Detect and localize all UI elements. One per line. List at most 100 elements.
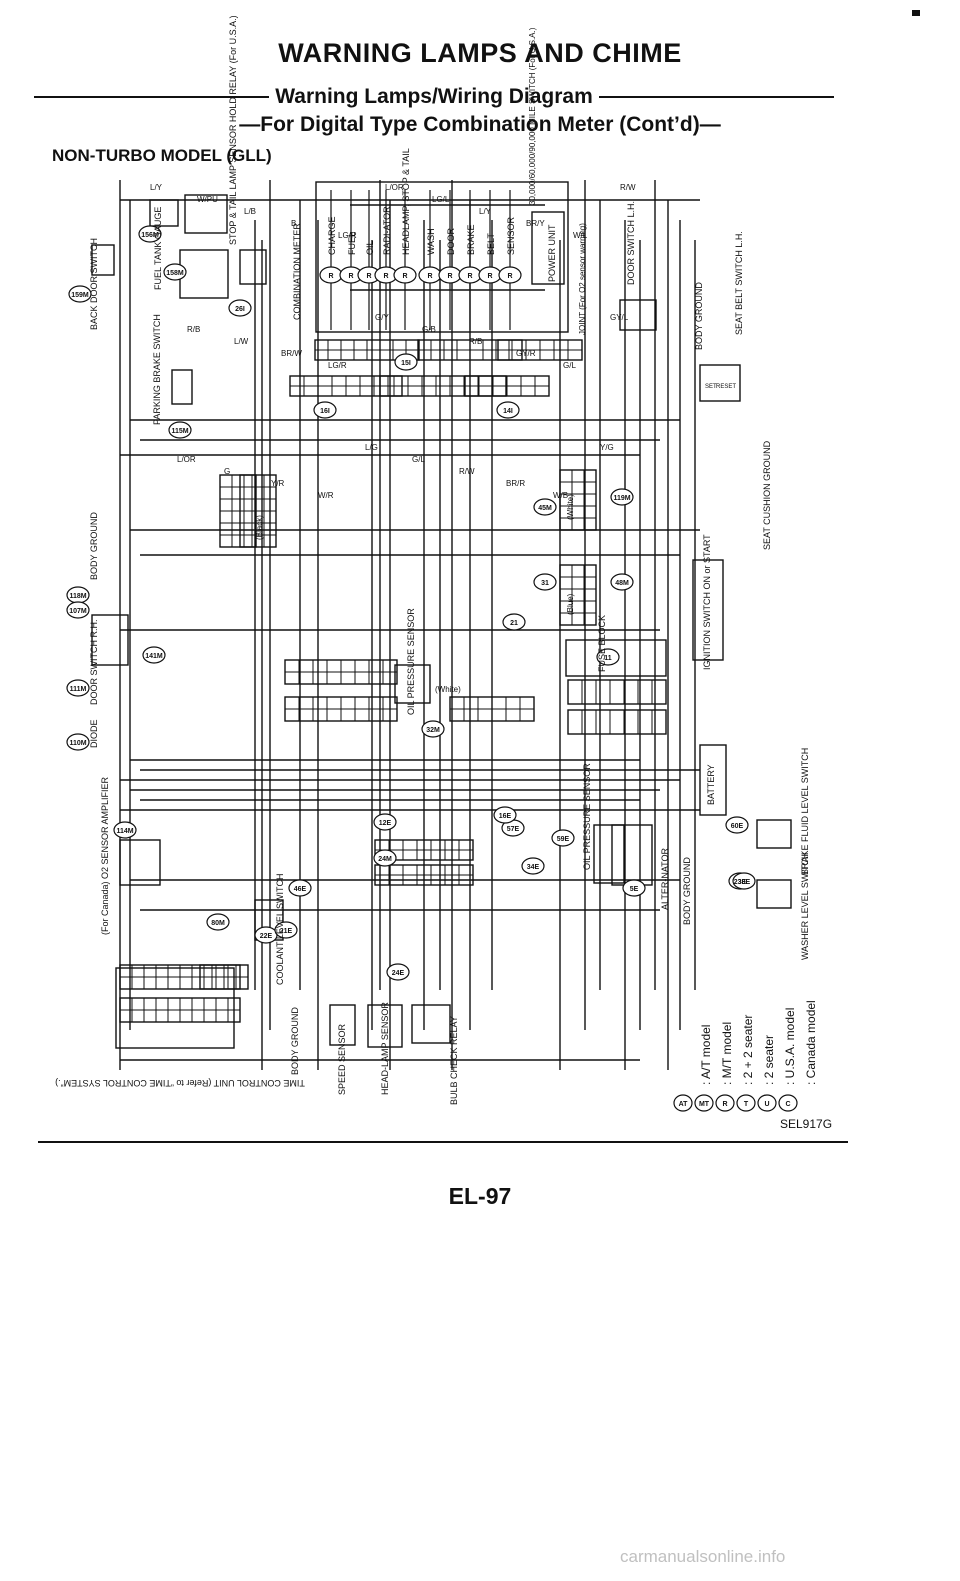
seat-belt-switch-label: SEAT BELT SWITCH L.H. — [734, 231, 744, 335]
connector-57e-label: 57E — [507, 826, 520, 833]
connector-31-label: 31 — [541, 580, 549, 587]
legend-symbol: R — [722, 1101, 727, 1108]
connector-14i — [496, 401, 520, 419]
connector-110m-label: 110M — [69, 740, 86, 747]
speed-sensor-box — [329, 1004, 356, 1046]
bulb-check-relay-label: BULB CHECK RELAY — [449, 1016, 459, 1105]
wire-color-label: G — [224, 467, 230, 476]
connector-111m — [66, 679, 90, 697]
wire-color-label: L/B — [244, 207, 256, 216]
connector-16i — [313, 401, 337, 419]
door-switch-rh-box — [91, 614, 129, 666]
combination-meter-label: COMBINATION METER — [292, 223, 302, 320]
bulb-check-relay-box — [411, 1004, 451, 1044]
legend-symbol-ring — [757, 1094, 777, 1112]
wire-color-label: GY/L — [610, 313, 629, 322]
harness-connector-black — [219, 474, 257, 548]
connector-158m-label: 158M — [166, 270, 184, 277]
subtitle-row: Warning Lamps/Wiring Diagram — [34, 85, 835, 109]
body-ground-label: BODY GROUND — [89, 512, 99, 580]
meter-lamp-label: BRAKE — [466, 224, 476, 255]
connector-color-white: (White) — [566, 494, 575, 520]
legend-symbol: AT — [679, 1101, 689, 1108]
connector-158m — [163, 263, 187, 281]
connector-110m — [66, 733, 90, 751]
meter-lamp-symbol-label: R — [348, 273, 353, 280]
connector-38e-label: 38E — [738, 879, 751, 886]
connector-48m — [610, 573, 634, 591]
door-switch-lh-box — [619, 299, 657, 331]
connector-159m — [68, 285, 92, 303]
connector-32m-label: 32M — [426, 727, 440, 734]
connector-45m — [533, 498, 557, 516]
connector-159m-label: 159M — [71, 292, 89, 299]
fuel-tank-gauge-box — [179, 249, 229, 299]
section-label: NON-TURBO MODEL (GLL) — [52, 146, 272, 165]
wire-color-label: L/G — [365, 443, 378, 452]
legend-symbol: MT — [699, 1101, 710, 1108]
connector-16e — [493, 806, 517, 824]
connector-141m — [142, 646, 166, 664]
oil-pressure-sensor-label: OIL PRESSURE SENSOR — [582, 763, 592, 870]
meter-connector-white — [497, 339, 583, 361]
power-unit-label: POWER UNIT — [547, 224, 557, 282]
connector-23e-label: 23E — [734, 879, 747, 886]
connector-14i-label: 14I — [503, 408, 513, 415]
connector-31 — [533, 573, 557, 591]
harness-connector-5e — [374, 864, 474, 886]
legend-text: : U.S.A. model — [783, 1008, 797, 1085]
connector-34e — [521, 857, 545, 875]
meter-connector-black — [314, 339, 420, 361]
connector-15i — [394, 353, 418, 371]
wire-color-label: L/OR — [177, 455, 196, 464]
connector-119m-label: 119M — [613, 495, 630, 502]
connector-24m-label: 24M — [378, 856, 392, 863]
harness-connector-blue — [559, 564, 597, 626]
fuse-row — [567, 679, 667, 705]
legend-symbol-ring — [673, 1094, 693, 1112]
meter-connector-lower-3 — [464, 375, 550, 397]
connector-32m — [421, 720, 445, 738]
back-door-switch-box — [91, 244, 115, 276]
connector-34e-label: 34E — [527, 864, 540, 871]
wire-color-label: LG/R — [338, 231, 357, 240]
connector-156m — [138, 225, 162, 243]
legend-symbol-ring — [694, 1094, 714, 1112]
meter-lamp-label: FUEL — [347, 232, 357, 255]
harness-connector-mid-2 — [284, 696, 398, 722]
battery-box — [699, 744, 727, 816]
meter-lamp-label: DOOR — [446, 227, 456, 255]
wire-color-label: G/L — [412, 455, 425, 464]
connector-11-label: 11 — [604, 655, 612, 662]
body-ground-label-4: BODY GROUND — [682, 857, 692, 925]
connector-107m-label: 107M — [69, 608, 87, 615]
connector-5e — [622, 879, 646, 897]
connector-24e-label: 24E — [392, 970, 405, 977]
combination-meter-box — [315, 181, 569, 333]
legend-symbol-ring — [715, 1094, 735, 1112]
legend-symbol: U — [764, 1101, 769, 1108]
meter-lamp-label: RADI-ATOR — [382, 206, 392, 255]
connector-60e-label: 60E — [731, 823, 744, 830]
ignition-switch-box — [692, 559, 724, 661]
connector-12e — [373, 813, 397, 831]
harness-connector-white — [559, 469, 597, 531]
fuse-row-2 — [567, 709, 667, 735]
wire-color-label: L/Y — [479, 207, 492, 216]
connector-107m — [66, 601, 90, 619]
wires — [119, 180, 700, 1070]
meter-lamp-label: SENSOR — [506, 216, 516, 255]
reset-label: RESET — [716, 384, 736, 390]
time-control-connector-3 — [119, 997, 241, 1023]
connector-24m — [373, 849, 397, 867]
connector-45m-label: 45M — [538, 505, 552, 512]
meter-lamp-label: HEADLAMP, STOP & TAIL — [401, 148, 411, 255]
connector-color-black: (Black) — [255, 515, 264, 540]
meter-lamp-label: CHARGE — [327, 216, 337, 255]
seat-belt-switch-box — [699, 364, 741, 402]
meter-lamp-symbol — [393, 266, 417, 284]
connector-118m-label: 118M — [69, 593, 86, 600]
fuse-block-label: FUSE BLOCK — [597, 615, 607, 672]
o2-sensor-amplifier-box — [119, 839, 161, 886]
